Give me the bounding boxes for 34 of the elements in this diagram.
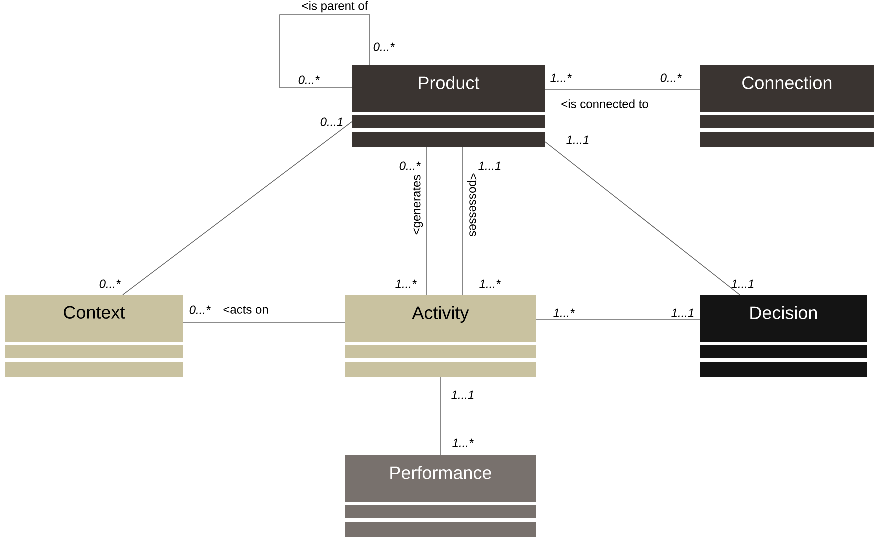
multiplicity-label: 1...* <box>452 438 474 448</box>
multiplicity-label: 1...* <box>550 74 572 82</box>
multiplicity-label: 1...1 <box>452 390 474 400</box>
association-line <box>440 377 442 456</box>
multiplicity-label: 1...1 <box>672 308 694 318</box>
edge-label: <is parent of <box>300 0 370 14</box>
association-line <box>280 14 370 88</box>
class-box: Product <box>352 65 545 147</box>
multiplicity-label: 0...1 <box>320 118 343 126</box>
association-line <box>545 142 740 296</box>
edge-label: <generates <box>412 174 424 236</box>
class-box: Activity <box>345 295 536 377</box>
multiplicity-label: 1...* <box>554 308 575 318</box>
class-box: Connection <box>700 65 874 147</box>
multiplicity-label: 0...* <box>374 42 395 52</box>
edge-label: <possesses <box>466 172 478 238</box>
multiplicity-label: 0...* <box>660 74 682 82</box>
multiplicity-label: 1...1 <box>566 136 589 144</box>
multiplicity-label: 0...* <box>298 76 320 84</box>
association-line <box>183 322 346 324</box>
edge-label: <acts on <box>222 305 270 315</box>
association-line <box>122 122 352 296</box>
association-line <box>426 147 428 296</box>
edge-label: <is connected to <box>560 98 650 110</box>
class-box: Context <box>5 295 183 377</box>
multiplicity-label: 1...1 <box>732 280 754 288</box>
multiplicity-label: 0...* <box>400 162 421 170</box>
multiplicity-label: 0...* <box>100 280 121 288</box>
class-box: Decision <box>700 295 867 377</box>
multiplicity-label: 1...* <box>396 280 417 288</box>
association-line <box>462 147 464 296</box>
multiplicity-label: 1...1 <box>478 162 501 170</box>
class-box: Performance <box>345 455 536 537</box>
multiplicity-label: 0...* <box>190 306 211 314</box>
